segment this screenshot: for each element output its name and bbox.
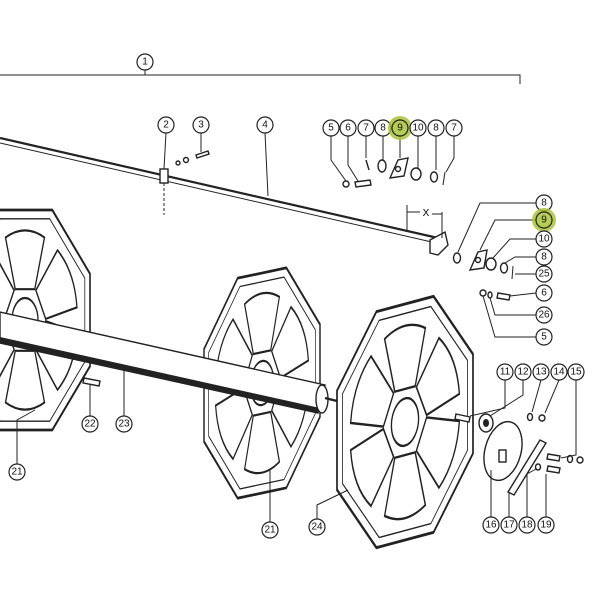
callout-6-top: 6 <box>339 119 357 137</box>
callout-9-right-highlighted[interactable]: 9 <box>532 208 556 232</box>
svg-text:14: 14 <box>553 367 565 378</box>
callout-18: 18 <box>518 516 536 534</box>
callouts: 1 2 3 4 5 6 7 8 9 10 8 7 8 9 10 8 25 6 2… <box>8 53 585 539</box>
callout-25: 25 <box>535 265 553 283</box>
callout-12: 12 <box>514 363 532 381</box>
callout-7-top-a: 7 <box>357 119 375 137</box>
svg-text:23: 23 <box>118 419 130 430</box>
svg-text:25: 25 <box>538 269 550 280</box>
svg-text:9: 9 <box>541 215 547 226</box>
callout-14: 14 <box>550 363 568 381</box>
svg-text:21: 21 <box>11 467 23 478</box>
svg-text:6: 6 <box>345 123 351 134</box>
callout-9-top-highlighted[interactable]: 9 <box>388 116 412 140</box>
svg-text:8: 8 <box>541 198 547 209</box>
callout-26: 26 <box>535 306 553 324</box>
svg-text:26: 26 <box>538 310 550 321</box>
svg-text:6: 6 <box>541 288 547 299</box>
svg-text:10: 10 <box>538 234 550 245</box>
svg-text:17: 17 <box>503 520 515 531</box>
svg-text:5: 5 <box>328 123 334 134</box>
wheel-part-24 <box>335 284 475 560</box>
callout-10-right: 10 <box>535 230 553 248</box>
callout-6-right: 6 <box>535 284 553 302</box>
callout-2: 2 <box>157 116 175 134</box>
svg-text:8: 8 <box>541 252 547 263</box>
svg-text:9: 9 <box>397 123 403 134</box>
drive-hardware <box>454 412 584 496</box>
callout-13: 13 <box>532 363 550 381</box>
svg-text:2: 2 <box>163 120 169 131</box>
bolt-part-3 <box>195 150 210 159</box>
callout-10-top: 10 <box>409 119 427 137</box>
svg-text:13: 13 <box>535 367 547 378</box>
callout-11: 11 <box>496 363 514 381</box>
top-hardware <box>342 157 446 188</box>
dimension-x: X <box>406 205 443 238</box>
callout-17: 17 <box>500 516 518 534</box>
assembly-bracket-line <box>0 74 521 84</box>
callout-15: 15 <box>567 363 585 381</box>
svg-text:12: 12 <box>517 367 529 378</box>
svg-text:18: 18 <box>521 520 533 531</box>
callout-8-top-b: 8 <box>427 119 445 137</box>
bolt-part-22 <box>82 377 101 387</box>
svg-text:19: 19 <box>540 520 552 531</box>
svg-text:8: 8 <box>380 123 386 134</box>
svg-text:16: 16 <box>485 520 497 531</box>
callout-21-left: 21 <box>8 463 26 481</box>
svg-text:5: 5 <box>541 332 547 343</box>
svg-text:8: 8 <box>433 123 439 134</box>
svg-text:11: 11 <box>500 367 511 378</box>
callout-7-top-b: 7 <box>445 119 463 137</box>
svg-text:7: 7 <box>451 123 457 134</box>
svg-text:22: 22 <box>84 419 96 430</box>
svg-text:24: 24 <box>311 522 323 533</box>
dimension-x-label: X <box>423 208 430 219</box>
callout-3: 3 <box>192 116 210 134</box>
leader-lines <box>16 132 577 522</box>
rod-part-4 <box>0 136 449 256</box>
svg-text:21: 21 <box>264 525 276 536</box>
callout-24: 24 <box>308 518 326 536</box>
callout-16: 16 <box>482 516 500 534</box>
callout-5-top: 5 <box>322 119 340 137</box>
callout-1: 1 <box>136 53 154 71</box>
collar-part-2 <box>159 168 169 184</box>
callout-21-middle: 21 <box>261 521 279 539</box>
callout-8-right-b: 8 <box>535 248 553 266</box>
svg-text:7: 7 <box>363 123 369 134</box>
callout-5-right: 5 <box>535 328 553 346</box>
svg-text:3: 3 <box>198 120 204 131</box>
right-hardware <box>452 249 514 301</box>
svg-text:10: 10 <box>412 123 424 134</box>
callout-22: 22 <box>81 415 99 433</box>
svg-text:4: 4 <box>262 120 268 131</box>
svg-text:1: 1 <box>142 57 148 68</box>
callout-4: 4 <box>256 116 274 134</box>
callout-19: 19 <box>537 516 555 534</box>
callout-23: 23 <box>115 415 133 433</box>
svg-text:15: 15 <box>570 367 582 378</box>
